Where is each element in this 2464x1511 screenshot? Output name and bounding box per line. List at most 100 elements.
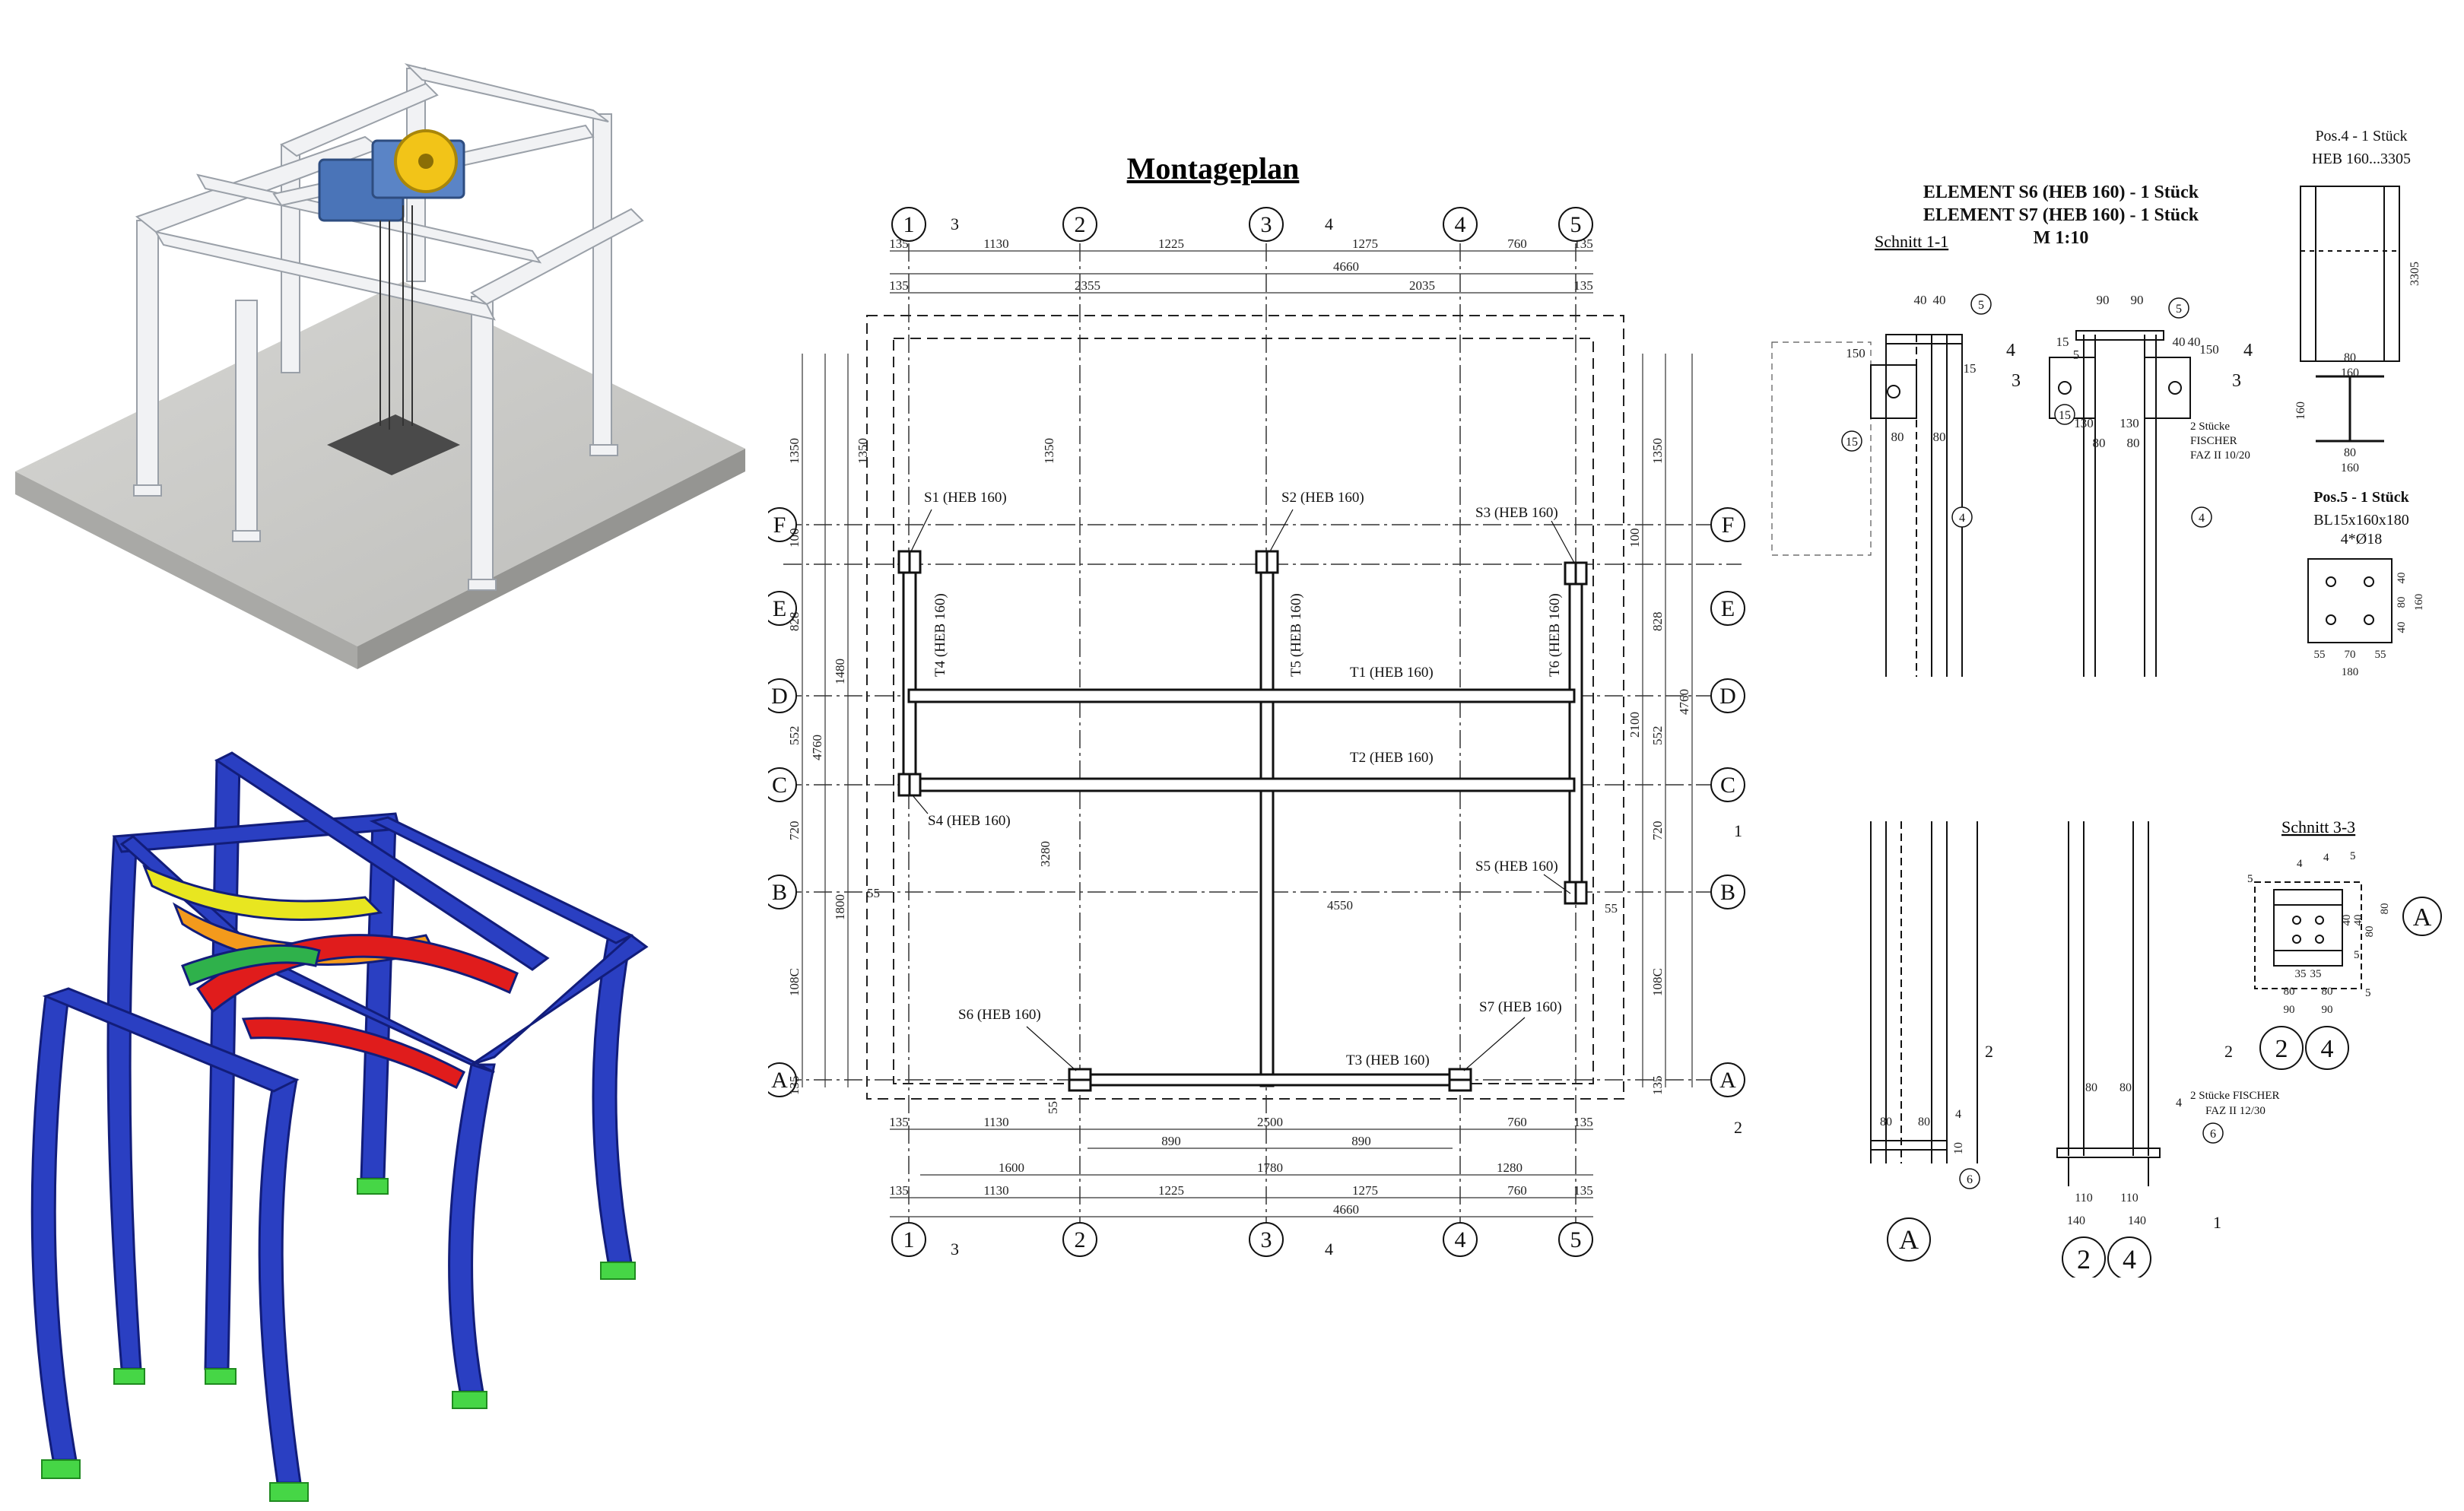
dim-top-total: 4660: [1333, 259, 1359, 274]
anchor2-line2: FAZ II 12/30: [2205, 1105, 2266, 1117]
label-T1: T1 (HEB 160): [1350, 665, 1434, 681]
d2-dim-40b: 40: [2188, 335, 2201, 349]
render-3d-view: [15, 63, 745, 669]
dim-right-828: 828: [1650, 612, 1665, 632]
member-T1: [907, 688, 1576, 703]
d1-dim-80b: 80: [1933, 430, 1946, 444]
label-T3: T3 (HEB 160): [1346, 1052, 1430, 1068]
axis-row-B: B: [772, 880, 787, 905]
dim-top2-1: 135: [889, 278, 909, 293]
pos5-dim-55b: 55: [2375, 649, 2386, 661]
pos4-title: Pos.4 - 1 Stück: [2315, 128, 2407, 144]
dim-bot4-6: 135: [1573, 1183, 1593, 1198]
lower-cut-2-right: 2: [2224, 1042, 2233, 1061]
mark-15b: 15: [2059, 409, 2071, 422]
s33-dim-80b: 80: [2379, 903, 2391, 915]
d1-dim-150: 150: [1846, 346, 1865, 360]
dim-left-55b: 55: [1046, 1101, 1060, 1114]
section-mark-bot-3: 3: [951, 1240, 959, 1259]
dim-left-1480: 1480: [833, 659, 847, 684]
mark-4b: 4: [2199, 512, 2205, 525]
d2-dim-15: 15: [2056, 335, 2069, 349]
axis-bubbles-bottom: [891, 1222, 1593, 1257]
dim-top2-2: 2355: [1075, 278, 1100, 293]
lower-dim-80c: 80: [2085, 1081, 2097, 1094]
member-T4: [902, 560, 917, 788]
axis-bot-3: 3: [1261, 1227, 1272, 1252]
section-cut-3-left: 3: [2012, 371, 2021, 391]
section-mark-left-2: 2: [768, 1118, 769, 1137]
lower-axis-4: 4: [2123, 1244, 2136, 1275]
pos5-dim-40b: 40: [2396, 622, 2408, 633]
anchor1-line1: 2 Stücke: [2190, 421, 2230, 433]
label-T4: T4 (HEB 160): [932, 593, 948, 677]
dim-bot2-2: 890: [1351, 1134, 1371, 1148]
axis-row-E-right: E: [1721, 596, 1735, 621]
member-T3: [1078, 1073, 1462, 1087]
label-S6: S6 (HEB 160): [958, 1007, 1041, 1023]
d2-dim-40a: 40: [2173, 335, 2186, 349]
dim-bot3-3: 1280: [1497, 1160, 1523, 1175]
axis-bubbles-rows: [768, 507, 1745, 1097]
label-S7: S7 (HEB 160): [1479, 999, 1562, 1015]
axis-row-D-right: D: [1719, 684, 1736, 709]
s33-dim-40a: 40: [2341, 915, 2353, 926]
schnitt-3-3-title: Schnitt 3-3: [2281, 817, 2355, 836]
label-S1: S1 (HEB 160): [924, 490, 1007, 506]
section-cut-4-left: 4: [2006, 341, 2015, 360]
column-elevation-right: [2049, 330, 2191, 677]
dim-left-3280: 3280: [1038, 841, 1053, 867]
axis-bot-4: 4: [1455, 1227, 1466, 1252]
s33-dim-35b: 35: [2310, 968, 2322, 980]
s33-axis-A: A: [2413, 903, 2432, 932]
d2-dim-90a: 90: [2097, 293, 2110, 307]
dim-left-1350b: 1350: [856, 438, 870, 464]
dim-left-1350c: 1350: [1042, 438, 1056, 464]
dim-bot1-3: 2500: [1257, 1115, 1283, 1129]
axis-row-D: D: [771, 684, 788, 709]
dim-bot4-2: 1130: [983, 1183, 1008, 1198]
axis-top-5: 5: [1570, 212, 1582, 237]
d2-dim-130b: 130: [2119, 416, 2139, 430]
lower-cut-2-left: 2: [1985, 1042, 1993, 1061]
s33-mark-4a: 4: [2297, 858, 2303, 870]
d1-dim-40b: 40: [1933, 293, 1946, 307]
axis-row-E: E: [773, 596, 786, 621]
lower-axis-2: 2: [2077, 1244, 2091, 1275]
element-s6-label: ELEMENT S6 (HEB 160) - 1 Stück: [1923, 183, 2199, 202]
mark-5a: 5: [1978, 299, 1984, 312]
pos4-dim-160b: 160: [2294, 402, 2307, 420]
concrete-slab: [15, 281, 745, 669]
montageplan-drawing: Montageplan 135 1130 1225 1275 760 135 4…: [768, 152, 1745, 1259]
d2-dim-150: 150: [2199, 342, 2219, 357]
column-base-right: [2056, 821, 2161, 1186]
axis-top-3: 3: [1261, 212, 1272, 237]
d2-dim-5: 5: [2073, 348, 2080, 362]
section-mark-top-4: 4: [1325, 214, 1333, 233]
axis-top-4: 4: [1455, 212, 1466, 237]
s33-mark-5a: 5: [2247, 873, 2253, 885]
dim-mid-4550: 4550: [1327, 898, 1353, 913]
mark-15a: 15: [1846, 436, 1858, 449]
lower-axis-A: A: [1899, 1224, 1919, 1255]
pos5-dim-40a: 40: [2396, 573, 2408, 584]
pos4-section: [2316, 375, 2384, 443]
dim-left-828: 828: [787, 612, 802, 632]
d1-dim-40a: 40: [1914, 293, 1927, 307]
s33-dim-80d: 80: [2322, 986, 2333, 998]
dim-bot4-4: 1275: [1352, 1183, 1378, 1198]
dim-right-720: 720: [1650, 821, 1665, 841]
s33-dim-90a: 90: [2284, 1004, 2295, 1016]
lower-dim-110a: 110: [2075, 1192, 2092, 1205]
pos5-dim-55a: 55: [2314, 649, 2326, 661]
dim-right-55: 55: [1605, 901, 1618, 916]
dim-left-1800: 1800: [833, 894, 847, 920]
d2-dim-90b: 90: [2131, 293, 2144, 307]
member-T6: [1568, 573, 1583, 896]
pos4-sub: HEB 160...3305: [2312, 151, 2411, 167]
pos5-dim-80: 80: [2396, 597, 2408, 608]
section-mark-top-3: 3: [951, 214, 959, 233]
s33-dim-80c: 80: [2284, 986, 2295, 998]
pos4-elevation: [2300, 186, 2400, 362]
dim-left-100: 100: [787, 529, 802, 548]
